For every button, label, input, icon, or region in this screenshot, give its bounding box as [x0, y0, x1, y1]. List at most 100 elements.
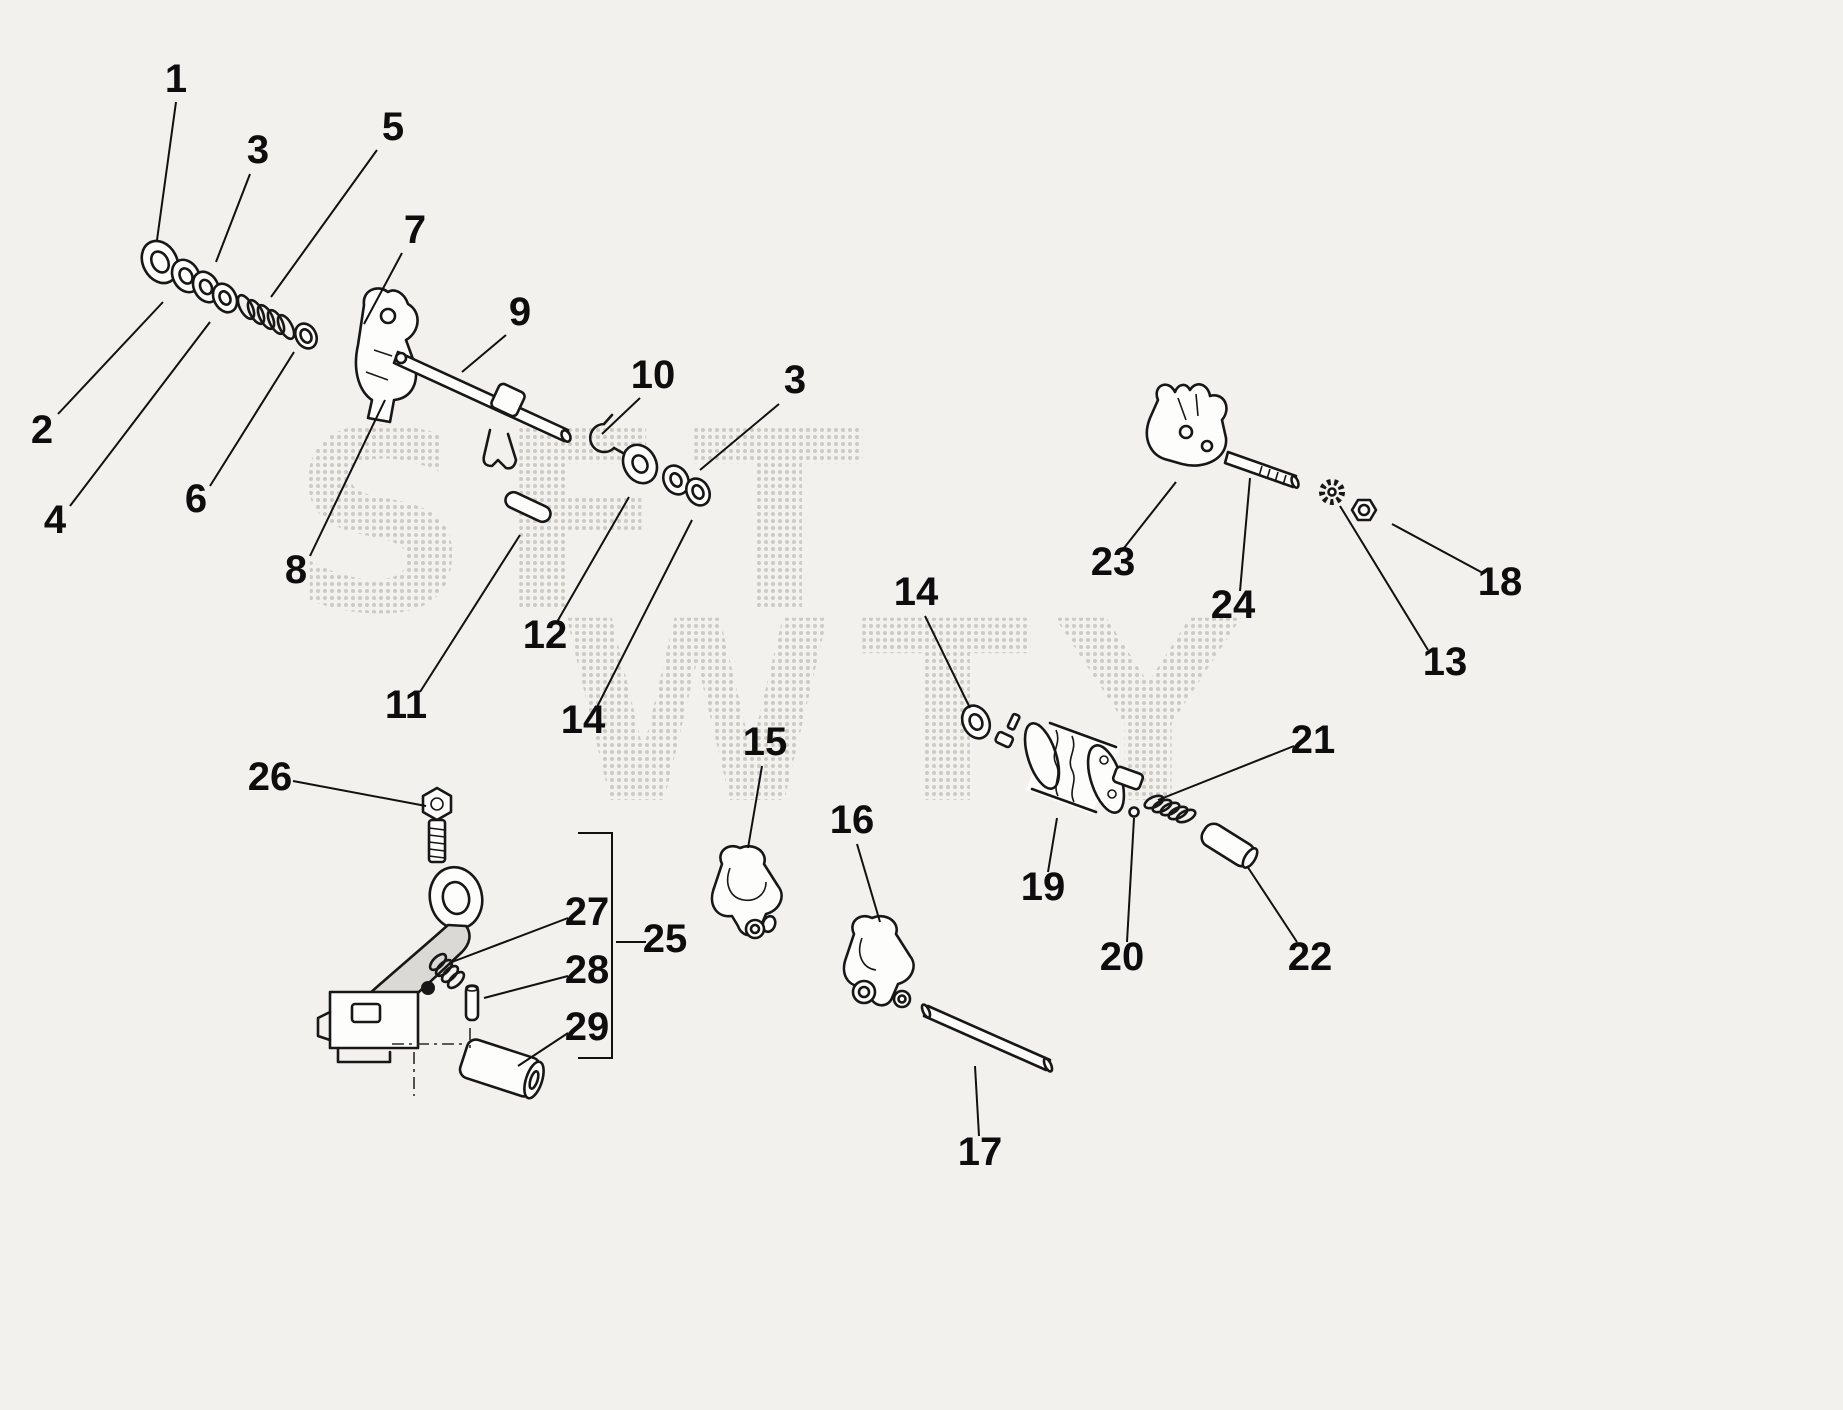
callout-label-17-30: 17	[958, 1130, 1003, 1174]
part-4-washer-drawing	[211, 282, 239, 314]
part-20-ball-drawing	[1128, 806, 1140, 818]
watermark-line-1: SFT	[290, 378, 889, 669]
callout-label-1-0: 1	[165, 57, 187, 101]
assembly-detent-lever	[316, 786, 613, 1100]
part-19-drum-drawing	[1023, 721, 1145, 814]
part-29-cylinder-drawing	[458, 1038, 545, 1100]
leader-line-16-15	[856, 843, 881, 923]
callout-label-21-21: 21	[1291, 718, 1336, 762]
part-13-star-washer-drawing	[1319, 479, 1345, 505]
part-25-lever-arm-drawing	[316, 865, 484, 1064]
part-3-washer-pair-drawing	[661, 464, 712, 507]
leader-line-2-7	[57, 301, 164, 415]
callout-label-29-29: 29	[565, 1005, 610, 1049]
callout-label-16-15: 16	[830, 798, 875, 842]
leader-line-6-9	[209, 351, 295, 487]
leader-line-27-27	[451, 917, 569, 963]
leader-line-12-12	[556, 496, 630, 623]
callout-label-15-14: 15	[743, 720, 788, 764]
callout-label-14-13: 14	[561, 698, 606, 742]
leader-line-21-21	[1157, 745, 1295, 801]
part-10-circlip-drawing	[588, 413, 625, 455]
leader-line-5-2	[270, 149, 378, 298]
callout-label-2-7: 2	[31, 408, 53, 452]
part-5-spring-drawing	[236, 293, 296, 341]
leader-line-23-17	[1123, 481, 1177, 549]
part-17-rod-drawing	[920, 1003, 1054, 1073]
assembly-selector-drum	[960, 704, 1259, 869]
callout-label-26-25: 26	[248, 755, 293, 799]
part-23-fork-drawing	[1145, 383, 1228, 467]
part-1-collar-drawing	[140, 239, 180, 285]
leader-line-11-11	[419, 534, 521, 693]
part-27-spring-drawing	[421, 952, 466, 995]
part-24-shaft-drawing	[1223, 450, 1300, 490]
callout-label-3-1: 3	[247, 128, 269, 172]
part-11-pin-drawing	[504, 490, 552, 524]
part-7-8-lever-bracket-drawing	[354, 287, 419, 424]
leader-line-3-6	[699, 403, 780, 471]
part-3-washer-drawing	[191, 270, 221, 304]
watermark-line-2: WTY	[559, 568, 1264, 859]
watermark: SFT WTY	[290, 378, 1264, 859]
leader-line-24-18	[1239, 477, 1251, 592]
leader-line-10-5	[601, 397, 641, 435]
callout-label-9-4: 9	[509, 290, 531, 334]
callout-label-7-3: 7	[404, 208, 426, 252]
callout-label-12-12: 12	[523, 613, 568, 657]
leader-line-15-14	[747, 765, 763, 849]
callout-label-20-23: 20	[1100, 935, 1145, 979]
leader-line-17-30	[974, 1065, 980, 1137]
callout-label-19-22: 19	[1021, 865, 1066, 909]
leader-line-14-13	[596, 519, 693, 708]
leader-line-4-8	[69, 321, 211, 507]
callout-label-10-5: 10	[631, 353, 676, 397]
leader-line-18-19	[1391, 523, 1482, 573]
callout-label-14-16: 14	[894, 570, 939, 614]
hidden-lines	[392, 1028, 471, 1096]
leader-line-14-16	[924, 615, 971, 709]
callout-label-25-26: 25	[643, 917, 688, 961]
leader-line-9-4	[461, 334, 507, 373]
callout-label-18-19: 18	[1478, 560, 1523, 604]
callout-label-28-28: 28	[565, 948, 610, 992]
leader-line-13-20	[1339, 505, 1429, 651]
leader-line-7-3	[363, 252, 403, 325]
callout-label-5-2: 5	[382, 105, 404, 149]
part-12-washer-drawing	[621, 443, 659, 485]
leader-line-19-22	[1047, 817, 1058, 873]
part-22-pin-drawing	[1200, 822, 1259, 869]
leader-line-29-29	[517, 1032, 569, 1067]
leader-line-1-0	[156, 101, 177, 241]
callout-label-4-8: 4	[44, 498, 67, 542]
leader-line-3-1	[215, 173, 251, 263]
part-9-shaft-drawing	[392, 350, 572, 470]
leader-line-20-23	[1126, 817, 1135, 943]
drum-key-drawing	[994, 712, 1021, 749]
leader-line-26-25	[292, 780, 427, 807]
leader-line-8-10	[309, 399, 386, 557]
part-6-bushing-drawing	[293, 322, 319, 350]
leader-line-28-28	[483, 975, 569, 999]
callout-label-22-24: 22	[1288, 935, 1333, 979]
assembly-right-fork-shaft	[1145, 383, 1378, 522]
part-28-pin-drawing	[464, 984, 480, 1022]
part-16-fork-drawing	[842, 914, 915, 1009]
part-15-fork-drawing	[710, 844, 783, 940]
part-14-washer-drawing	[960, 704, 992, 740]
assembly-selector-shaft	[140, 239, 712, 524]
part-26-bolt-drawing	[421, 786, 453, 864]
callout-label-6-9: 6	[185, 477, 207, 521]
callout-label-13-20: 13	[1423, 640, 1468, 684]
part-18-nut-drawing	[1350, 498, 1378, 522]
leader-line-22-24	[1246, 865, 1298, 943]
callout-label-27-27: 27	[565, 890, 610, 934]
bracket-25	[578, 832, 613, 1059]
callout-label-23-17: 23	[1091, 540, 1136, 584]
callout-label-3-6: 3	[784, 358, 806, 402]
assembly-shift-forks	[710, 844, 1054, 1073]
